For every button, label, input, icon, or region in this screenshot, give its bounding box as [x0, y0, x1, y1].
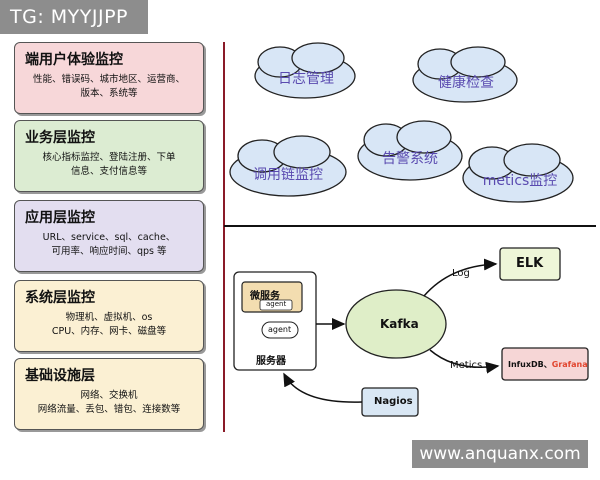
kafka-label: Kafka — [380, 317, 419, 331]
layer-title: 基础设施层 — [25, 368, 95, 384]
agent-small-label: agent — [266, 300, 287, 308]
nagios-to-server-arrow — [283, 372, 363, 403]
cloud-metrics — [462, 143, 574, 203]
watermark: www.anquanx.com — [412, 440, 588, 468]
layer-description-line: 版本、系统等 — [80, 88, 138, 99]
layer-description: 网络、交换机网络流量、丢包、错包、连接数等 — [15, 389, 203, 417]
cloud-alert — [357, 120, 463, 181]
cloud-trace-label: 调用链监控 — [253, 167, 323, 183]
layer-description-line: 性能、错误码、城市地区、运营商、 — [32, 74, 185, 85]
agent-box — [261, 321, 299, 339]
server-label: 服务器 — [256, 356, 286, 367]
layer-description-line: 核心指标监控、登陆注册、下单 — [42, 152, 176, 163]
cloud-health-label: 健康检查 — [438, 75, 494, 91]
kafka-to-influx-arrow — [429, 349, 500, 374]
cloud-log — [254, 42, 356, 99]
layer-description-line: 可用率、响应时间、qps 等 — [51, 246, 167, 257]
kafka-to-elk-arrow — [423, 258, 498, 297]
layer-box: 应用层监控 URL、service、sql、cache、可用率、响应时间、qps … — [14, 200, 204, 272]
cloud-log-label: 日志管理 — [278, 71, 334, 87]
layer-title: 系统层监控 — [25, 290, 95, 306]
kafka-ellipse — [345, 289, 447, 359]
layer-title: 业务层监控 — [25, 130, 95, 146]
layer-box: 业务层监控核心指标监控、登陆注册、下单信息、支付信息等 — [14, 120, 204, 192]
metics-edge-label: Metics — [450, 360, 483, 371]
layer-description-line: 物理机、虚拟机、os — [65, 312, 153, 323]
cloud-health — [412, 46, 518, 103]
influx-text: InfuxDB、 — [508, 360, 552, 369]
layer-description-line: 网络、交换机 — [80, 390, 138, 401]
nagios-label: Nagios — [374, 396, 413, 407]
layer-title: 应用层监控 — [25, 210, 95, 226]
cloud-metrics-label: metics监控 — [482, 173, 558, 189]
layer-description-line: CPU、内存、网卡、磁盘等 — [51, 326, 167, 337]
layer-title: 端用户体验监控 — [25, 52, 123, 68]
layer-box: 基础设施层网络、交换机网络流量、丢包、错包、连接数等 — [14, 358, 204, 430]
influx-box — [501, 347, 589, 381]
layer-box: 端用户体验监控性能、错误码、城市地区、运营商、版本、系统等 — [14, 42, 204, 114]
agent-small-box — [259, 299, 293, 311]
layer-description: 核心指标监控、登陆注册、下单信息、支付信息等 — [15, 151, 203, 179]
cloud-trace — [229, 135, 347, 197]
layer-description: URL、service、sql、cache、可用率、响应时间、qps 等 — [15, 231, 203, 259]
microservice-label: 微服务 — [250, 291, 280, 302]
agent-label: agent — [268, 325, 292, 334]
elk-label: ELK — [516, 256, 544, 271]
tg-badge: TG: MYYJJPP — [0, 0, 148, 34]
elk-box — [499, 247, 561, 281]
layer-description-line: URL、service、sql、cache、 — [42, 232, 176, 243]
layer-description-line: 信息、支付信息等 — [70, 166, 147, 177]
cloud-alert-label: 告警系统 — [382, 151, 438, 167]
log-edge-label: Log — [452, 268, 470, 279]
grafana-text: Grafana — [551, 360, 588, 369]
layer-description: 性能、错误码、城市地区、运营商、版本、系统等 — [15, 73, 203, 101]
layer-description-line: 网络流量、丢包、错包、连接数等 — [37, 404, 181, 415]
influx-label: InfuxDB、Grafana — [508, 359, 588, 370]
